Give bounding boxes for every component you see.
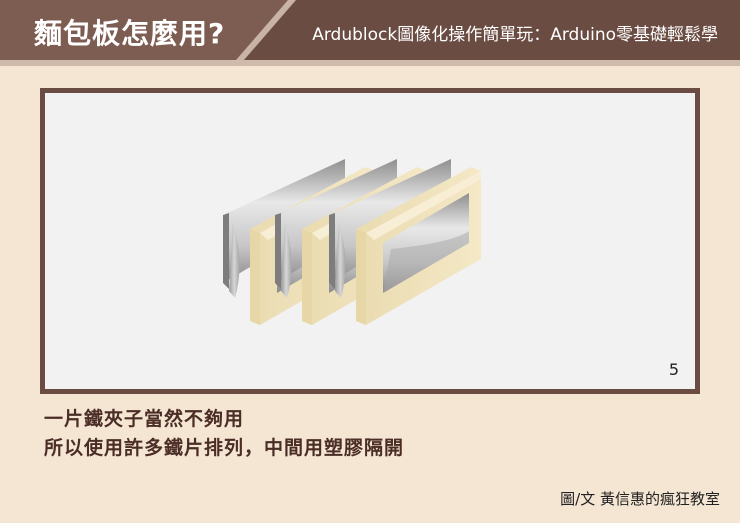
- caption-line-2: 所以使用許多鐵片排列，中間用塑膠隔開: [44, 437, 405, 459]
- author-credit: 圖/文 黃信惠的瘋狂教室: [560, 490, 720, 508]
- slide-page-number: 5: [668, 360, 679, 379]
- caption-line-1: 一片鐵夾子當然不夠用: [44, 408, 245, 430]
- page-title: 麵包板怎麼用?: [34, 17, 226, 50]
- breadboard-clips-illustration: [223, 159, 481, 325]
- header-banner: 麵包板怎麼用? Ardublock圖像化操作簡單玩：Arduino零基礎輕鬆學: [0, 0, 740, 66]
- title-tab: [0, 0, 292, 60]
- header-shadow: [0, 60, 740, 66]
- page-subtitle: Ardublock圖像化操作簡單玩：Arduino零基礎輕鬆學: [312, 25, 718, 45]
- clip-block-3: [329, 159, 481, 325]
- slide-content: 5: [45, 93, 695, 389]
- slide-frame: 5: [40, 88, 700, 394]
